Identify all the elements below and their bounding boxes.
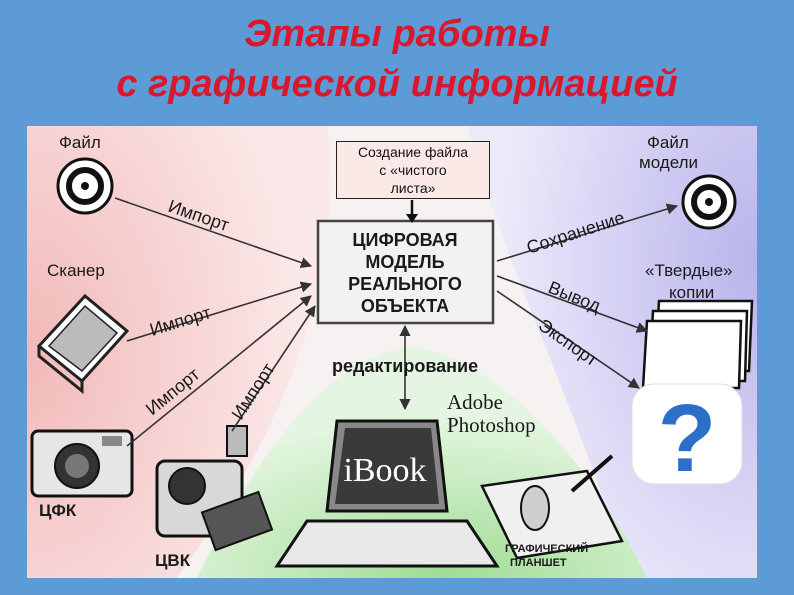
digital-model-box: ЦИФРОВАЯ МОДЕЛЬ РЕАЛЬНОГО ОБЪЕКТА	[316, 219, 495, 325]
center-box-line-3: РЕАЛЬНОГО	[348, 274, 462, 294]
callout-line-1: Создание файла	[357, 144, 469, 160]
target-hard-copy-line-2: копии	[669, 283, 714, 302]
cd-disc-icon	[56, 157, 114, 215]
output-arrow	[496, 275, 649, 333]
target-hard-copy-line-1: «Твердые»	[645, 261, 733, 280]
source-scanner-label: Сканер	[47, 261, 105, 280]
workflow-diagram: ЦИФРОВАЯ МОДЕЛЬ РЕАЛЬНОГО ОБЪЕКТА Файл С…	[27, 126, 757, 578]
editor-app-line-2: Photoshop	[447, 413, 536, 437]
center-box-line-2: МОДЕЛЬ	[365, 252, 444, 272]
save-arrow	[496, 203, 679, 262]
callout-line-3: листа»	[390, 180, 436, 196]
callout-line-2: с «чистого	[379, 162, 447, 178]
source-file-label: Файл	[59, 133, 101, 152]
slide-title-line-1: Этапы работы	[244, 13, 550, 55]
import-arrow-scanner	[126, 281, 313, 342]
unknown-destination-icon: ?	[631, 383, 743, 492]
laptop-icon: iBook	[274, 419, 500, 568]
slide-title-line-2: с графической информацией	[116, 63, 678, 105]
digital-camera-icon	[30, 429, 134, 498]
laptop-brand: iBook	[343, 452, 426, 489]
scanner-icon	[36, 293, 130, 395]
source-camera-label: ЦФК	[39, 501, 77, 520]
target-model-file-line-2: модели	[639, 153, 698, 172]
tablet-label-line-2: ПЛАНШЕТ	[510, 557, 567, 569]
editing-label: редактирование	[332, 356, 478, 376]
editor-app-line-1: Adobe	[447, 390, 503, 414]
graphics-tablet-icon	[480, 454, 624, 560]
center-box-line-4: ОБЪЕКТА	[361, 296, 449, 316]
target-model-file-line-1: Файл	[647, 133, 689, 152]
center-box-line-1: ЦИФРОВАЯ	[352, 230, 457, 250]
create-blank-file-callout: Создание файла с «чистого листа»	[336, 141, 490, 199]
export-arrow	[496, 290, 640, 389]
source-videocam-label: ЦВК	[155, 551, 191, 570]
video-camera-icon	[155, 425, 274, 552]
import-arrow-file	[114, 197, 313, 268]
create-file-arrow	[406, 200, 418, 223]
question-mark: ?	[658, 385, 717, 492]
paper-stack-icon	[641, 299, 754, 390]
import-arrow-videocam	[231, 305, 316, 432]
tablet-label-line-1: ГРАФИЧЕСКИЙ	[505, 542, 588, 555]
model-file-cd-icon	[681, 174, 737, 230]
import-arrow-camera	[126, 295, 312, 447]
